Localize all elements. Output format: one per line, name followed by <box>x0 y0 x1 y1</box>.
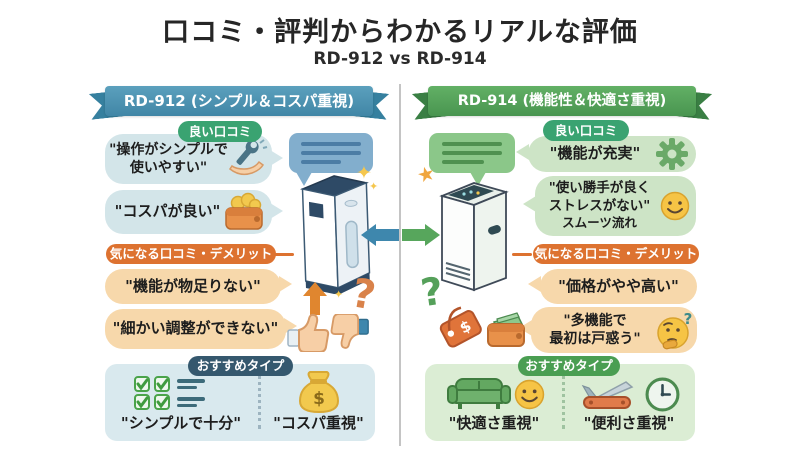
page-title: 口コミ・評判からわかるリアルな評価 <box>162 17 638 48</box>
review-text: "使い勝手が良く <box>548 180 651 197</box>
right-concern-2: "多機能で 最初は戸惑う" ? <box>531 307 697 353</box>
smiley-icon <box>514 379 545 410</box>
smiley-icon <box>660 191 690 221</box>
sparkle-icon: ✦ <box>334 288 344 301</box>
thumbs-up-icon <box>287 313 330 352</box>
connector-line <box>274 253 294 256</box>
panel-divider <box>258 375 261 429</box>
page-subtitle: RD-912 vs RD-914 <box>313 49 487 69</box>
sparkle-icon: ✦ <box>369 180 379 193</box>
review-text: 最初は戸惑う" <box>549 331 641 347</box>
right-recommend-label-1: "快適さ重視" <box>448 414 540 432</box>
sofa-icon <box>447 378 511 409</box>
right-recommend-label-2: "便利さ重視" <box>583 414 675 432</box>
pocket-knife-icon <box>581 381 634 409</box>
money-bag-icon: $ <box>298 371 340 414</box>
left-recommend-badge: おすすめタイプ <box>188 356 293 376</box>
left-concern-1: "機能が物足りない" <box>105 269 281 304</box>
bubble-tail-icon <box>279 276 292 292</box>
speech-bubble-icon <box>289 133 373 173</box>
bubble-tail-icon <box>296 172 312 186</box>
bubble-tail-icon <box>270 203 283 219</box>
checklist-icon <box>134 376 205 410</box>
right-concern-1: "価格がやや高い" <box>540 269 697 304</box>
review-text: "価格がやや高い" <box>558 276 679 295</box>
center-divider <box>399 84 401 446</box>
left-good-review-1: "操作がシンプルで 使いやすい" <box>105 134 272 184</box>
sparkle-icon: ✦ <box>356 162 372 184</box>
left-recommend-label-2: "コスパ重視" <box>273 414 364 432</box>
right-recommend-badge: おすすめタイプ <box>518 356 620 376</box>
dollar-sign: $ <box>313 389 325 409</box>
wallet-money-icon <box>487 312 525 347</box>
left-good-review-2: "コスパが良い" <box>105 190 272 234</box>
thinking-face-icon: ? <box>657 311 693 350</box>
question-mark-icon: ? <box>684 311 693 328</box>
product-rd914-illustration <box>439 182 509 292</box>
review-text: "機能が物足りない" <box>125 276 261 295</box>
thumbs-down-icon <box>330 314 369 349</box>
right-good-reviews-badge: 良い口コミ <box>543 120 629 141</box>
left-product-banner: RD-912 (シンプル＆コスパ重視) <box>105 86 373 116</box>
right-concern-badge: 気になる口コミ・デメリット <box>533 244 699 264</box>
review-text: 使いやすい" <box>129 160 208 176</box>
bubble-tail-icon <box>523 196 536 212</box>
right-good-review-1: "機能が充実" <box>528 136 696 172</box>
left-recommend-label-1: "シンプルで十分" <box>120 414 242 432</box>
clock-icon <box>645 377 680 412</box>
review-text: "細かい調整ができない" <box>112 319 279 338</box>
left-concern-2: "細かい調整ができない" <box>105 309 286 349</box>
review-text: "コスパが良い" <box>114 202 221 221</box>
product-rd912-illustration <box>300 175 371 294</box>
right-arrow-icon <box>402 224 440 246</box>
left-good-reviews-badge: 良い口コミ <box>178 121 262 142</box>
bubble-tail-icon <box>528 276 541 292</box>
review-text: "多機能で <box>563 312 627 329</box>
review-text: "機能が充実" <box>549 144 641 163</box>
right-product-banner: RD-914 (機能性＆快適さ重視) <box>428 86 696 116</box>
connector-line <box>512 253 532 256</box>
price-tag-icon: $ <box>439 306 482 348</box>
wrench-hand-icon <box>228 139 268 176</box>
wallet-coins-icon <box>225 192 263 230</box>
left-arrow-icon <box>361 224 399 246</box>
up-arrow-icon <box>303 282 327 315</box>
bubble-tail-icon <box>516 144 529 160</box>
bubble-tail-icon <box>270 150 283 166</box>
speech-bubble-icon <box>429 133 515 173</box>
review-text: スムーツ流れ <box>562 215 637 231</box>
review-text: ストレスがない" <box>548 197 651 214</box>
review-text: "操作がシンプルで <box>109 141 228 158</box>
panel-divider <box>562 375 565 429</box>
gear-icon <box>656 138 688 170</box>
left-concern-badge: 気になる口コミ・デメリット <box>106 244 276 264</box>
right-good-review-2: "使い勝手が良く ストレスがない" スムーツ流れ <box>535 176 696 236</box>
